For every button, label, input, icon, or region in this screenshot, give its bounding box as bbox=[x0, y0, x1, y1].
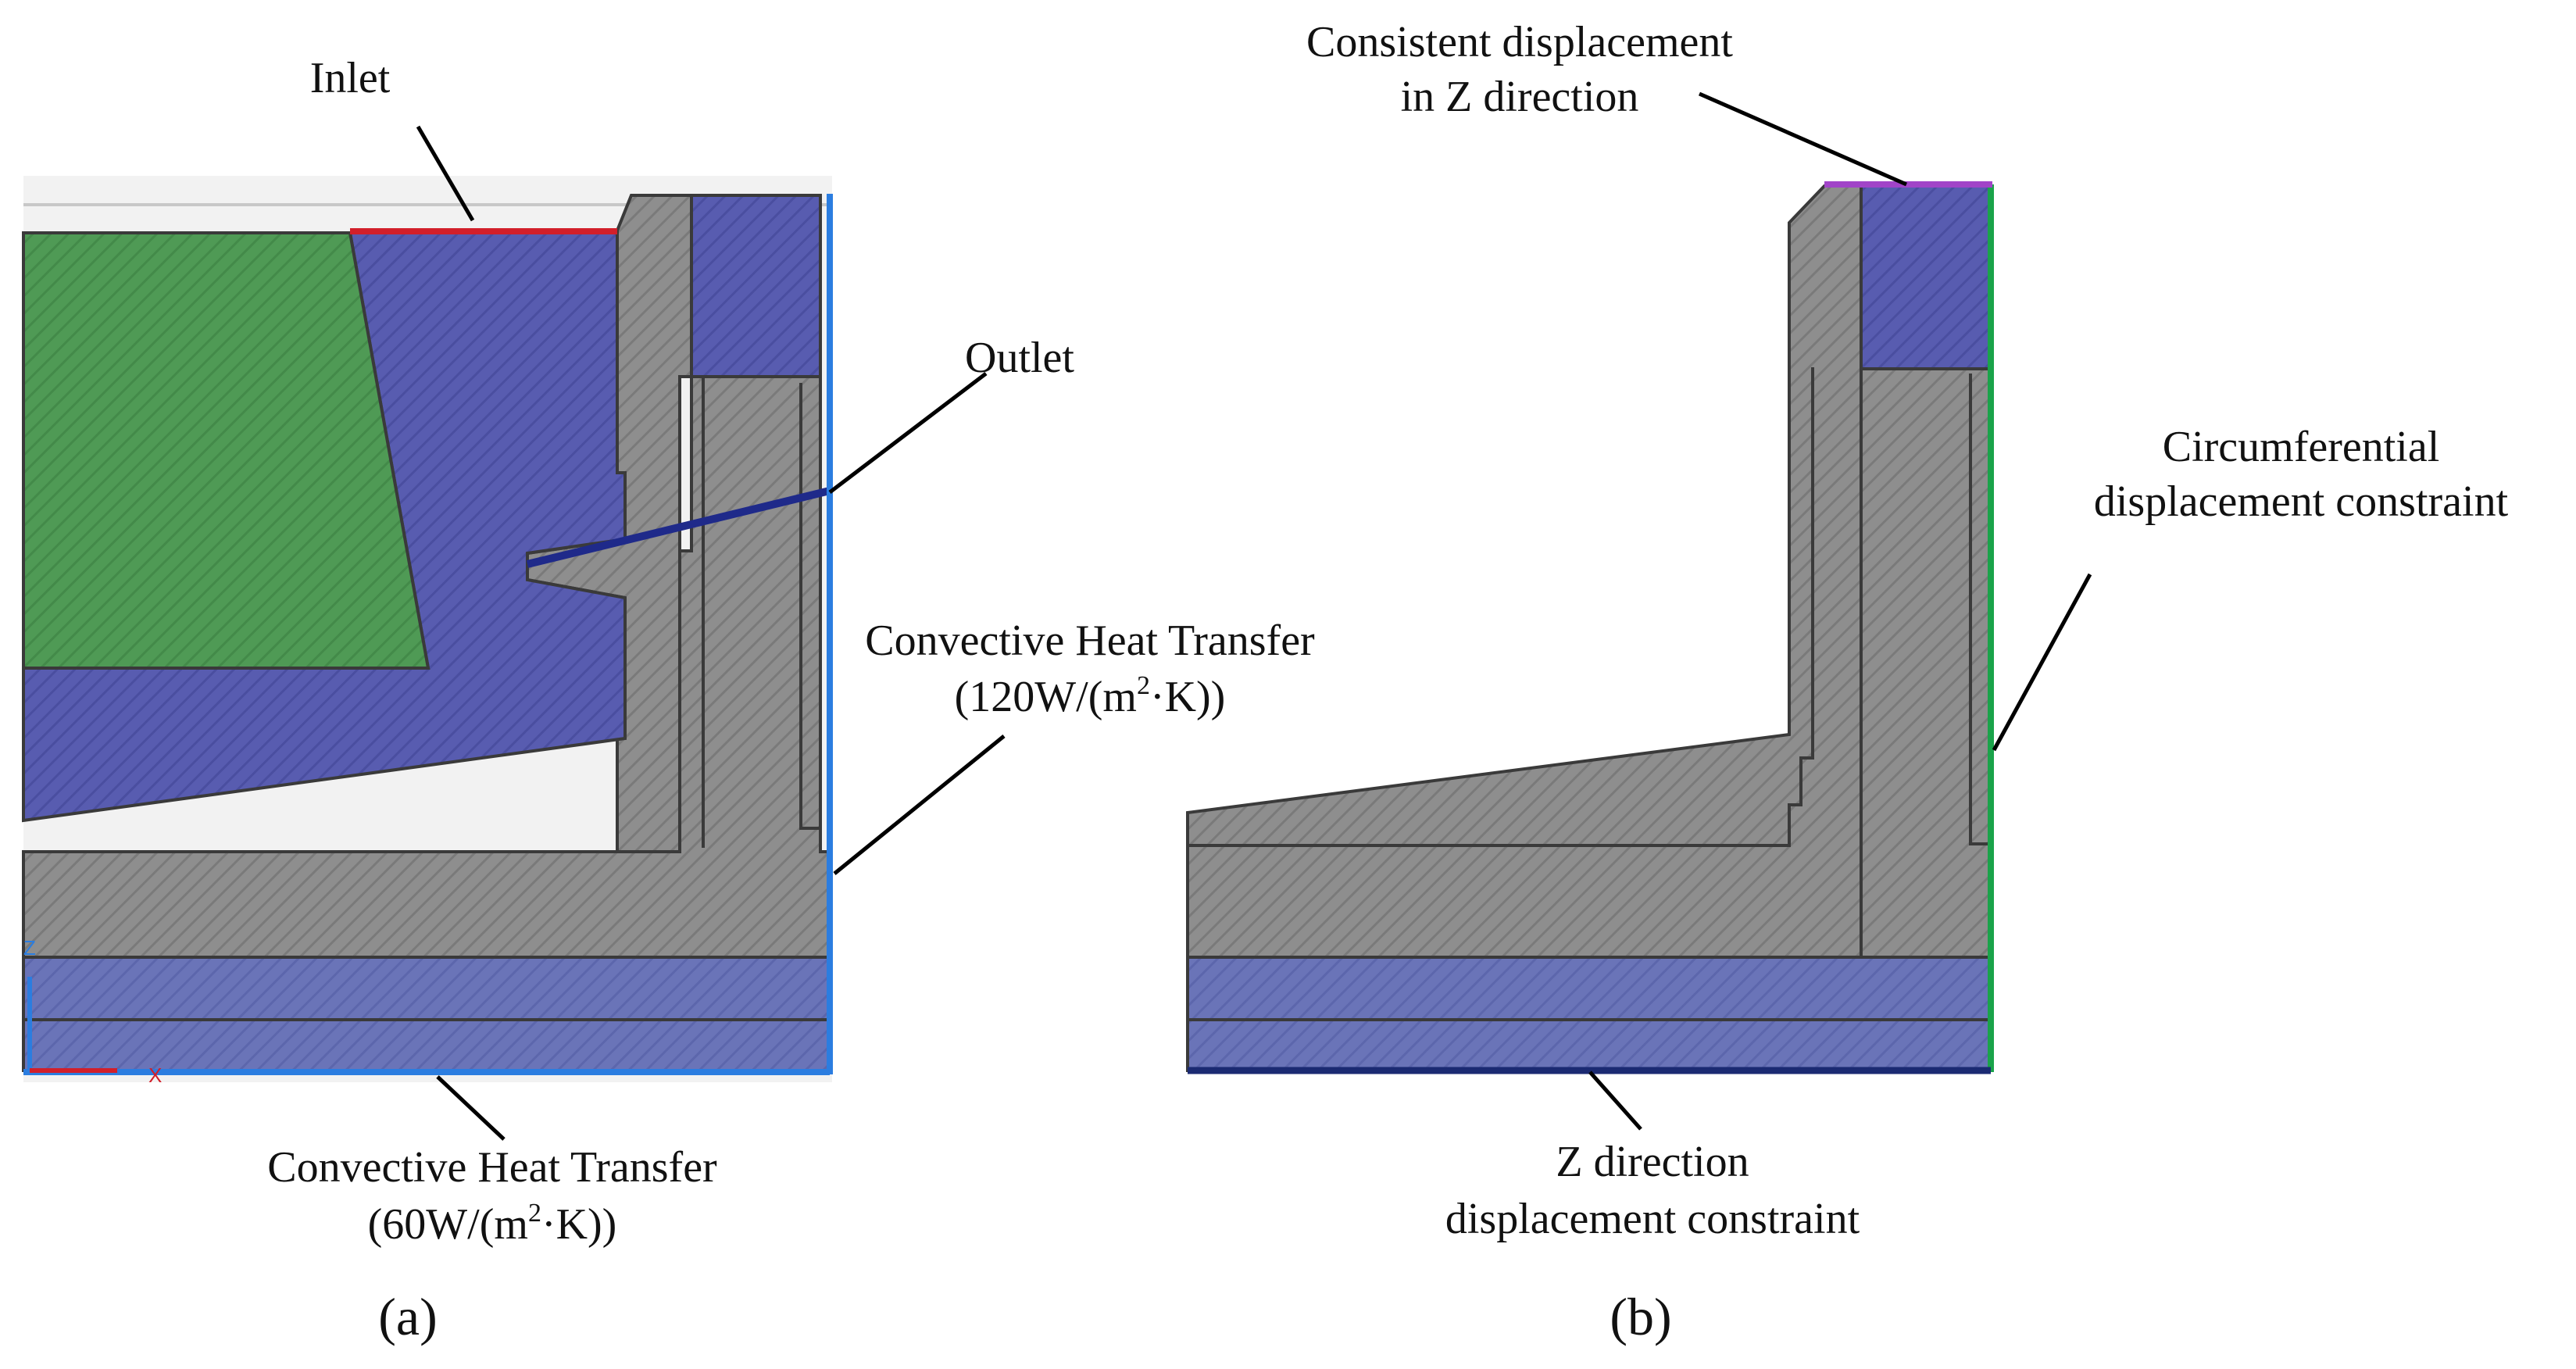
blue-top-block bbox=[690, 194, 822, 378]
outlet-channel bbox=[526, 487, 831, 568]
convective-bottom-unit: ·K)) bbox=[541, 1200, 616, 1249]
panel-b: Consistent displacement in Z direction C… bbox=[1186, 18, 2509, 1346]
blue-bottom-band bbox=[22, 956, 831, 1072]
outlet-leader bbox=[828, 372, 988, 494]
convective-right-sup: 2 bbox=[1137, 671, 1150, 700]
b-step-line bbox=[1188, 367, 1814, 847]
inner-channel-2 bbox=[799, 383, 820, 830]
outlet-label: Outlet bbox=[965, 334, 1074, 382]
right-constraint-label-line1: Circumferential bbox=[2163, 423, 2440, 471]
bottom-constraint-label-line1: Z direction bbox=[1556, 1138, 1749, 1186]
panel-b-caption: (b) bbox=[1610, 1287, 1671, 1346]
green-region bbox=[22, 231, 431, 670]
b-blue-bottom-band bbox=[1186, 956, 1992, 1072]
convective-right-label-line2: (120W/(m2·K)) bbox=[955, 671, 1226, 721]
convective-bottom-label-line2: (60W/(m2·K)) bbox=[368, 1199, 617, 1249]
bottom-constraint-leader bbox=[1588, 1071, 1642, 1131]
convective-bottom-value: (60W/(m bbox=[368, 1200, 528, 1249]
convective-bottom-label-line1: Convective Heat Transfer bbox=[267, 1143, 717, 1192]
panel-a: Z X Inlet Outlet Convective Heat Transfe… bbox=[22, 54, 1315, 1346]
panel-a-caption: (a) bbox=[378, 1287, 437, 1346]
right-constraint-label-line2: displacement constraint bbox=[2094, 477, 2509, 526]
convective-right-unit: ·K)) bbox=[1150, 673, 1225, 721]
convective-right-value: (120W/(m bbox=[955, 673, 1137, 721]
convective-bottom-sup: 2 bbox=[528, 1199, 541, 1228]
inlet-leader bbox=[416, 125, 475, 222]
right-constraint-leader bbox=[1992, 573, 2092, 752]
b-blue-top-block bbox=[1860, 184, 1992, 370]
bottom-constraint-label-line2: displacement constraint bbox=[1445, 1195, 1860, 1243]
convective-right-label-line1: Convective Heat Transfer bbox=[865, 617, 1315, 665]
top-constraint-leader bbox=[1698, 91, 1908, 187]
inlet-label: Inlet bbox=[310, 54, 391, 102]
axis-z-label: Z bbox=[23, 936, 36, 960]
convective-right-leader bbox=[833, 735, 1006, 875]
convective-bottom-leader bbox=[436, 1075, 506, 1141]
axis-x-label: X bbox=[148, 1063, 162, 1087]
top-constraint-label-line1: Consistent displacement bbox=[1306, 18, 1733, 66]
top-constraint-label-line2: in Z direction bbox=[1401, 73, 1639, 121]
b-inner-channel bbox=[1969, 374, 1991, 845]
